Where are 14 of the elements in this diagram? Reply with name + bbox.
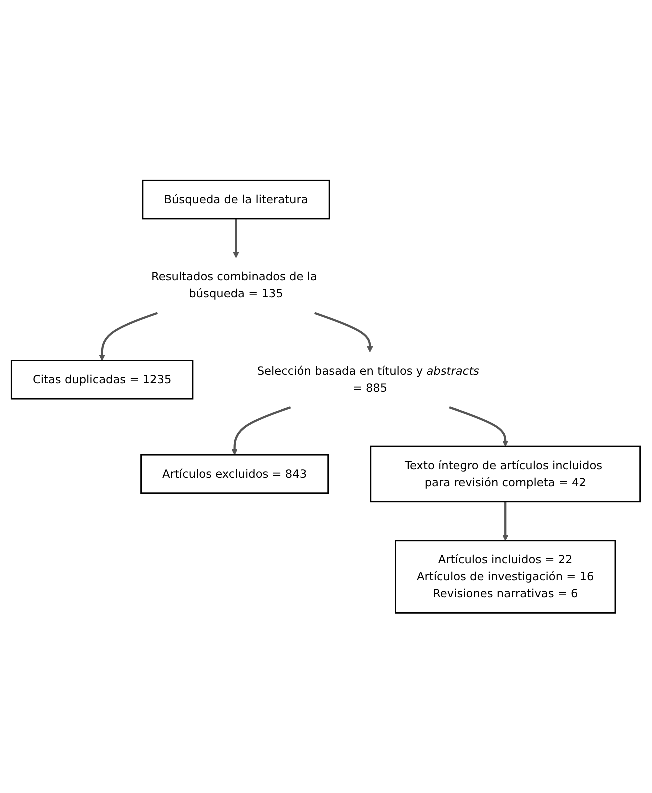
arrow bbox=[449, 406, 509, 446]
node-text: Resultados combinados de la búsqueda = 135 bbox=[151, 270, 318, 300]
flowchart: Búsqueda de la literatura Resultados combinados de la búsqueda = 135 Citas duplicadas = 1235 Selección basada en títulos y abstracts = 885 Artículos excluidos = 843 Texto íntegro de artículos incluidos para revisión completa = 42 Artículos incluidos = 22 Artículos de investigación = 16 Revisiones narrativas = 6 bbox=[6, 174, 646, 618]
arrow bbox=[233, 218, 240, 258]
node-text: Selección basada en títulos y abstracts = 885 bbox=[257, 364, 480, 394]
arrow bbox=[232, 406, 292, 455]
node-box bbox=[10, 360, 194, 400]
node-box bbox=[370, 445, 642, 502]
arrow bbox=[314, 312, 374, 352]
node-box bbox=[142, 180, 330, 220]
node-box bbox=[140, 454, 330, 494]
arrow bbox=[502, 501, 509, 541]
arrow bbox=[99, 312, 158, 361]
node-box bbox=[395, 540, 616, 614]
